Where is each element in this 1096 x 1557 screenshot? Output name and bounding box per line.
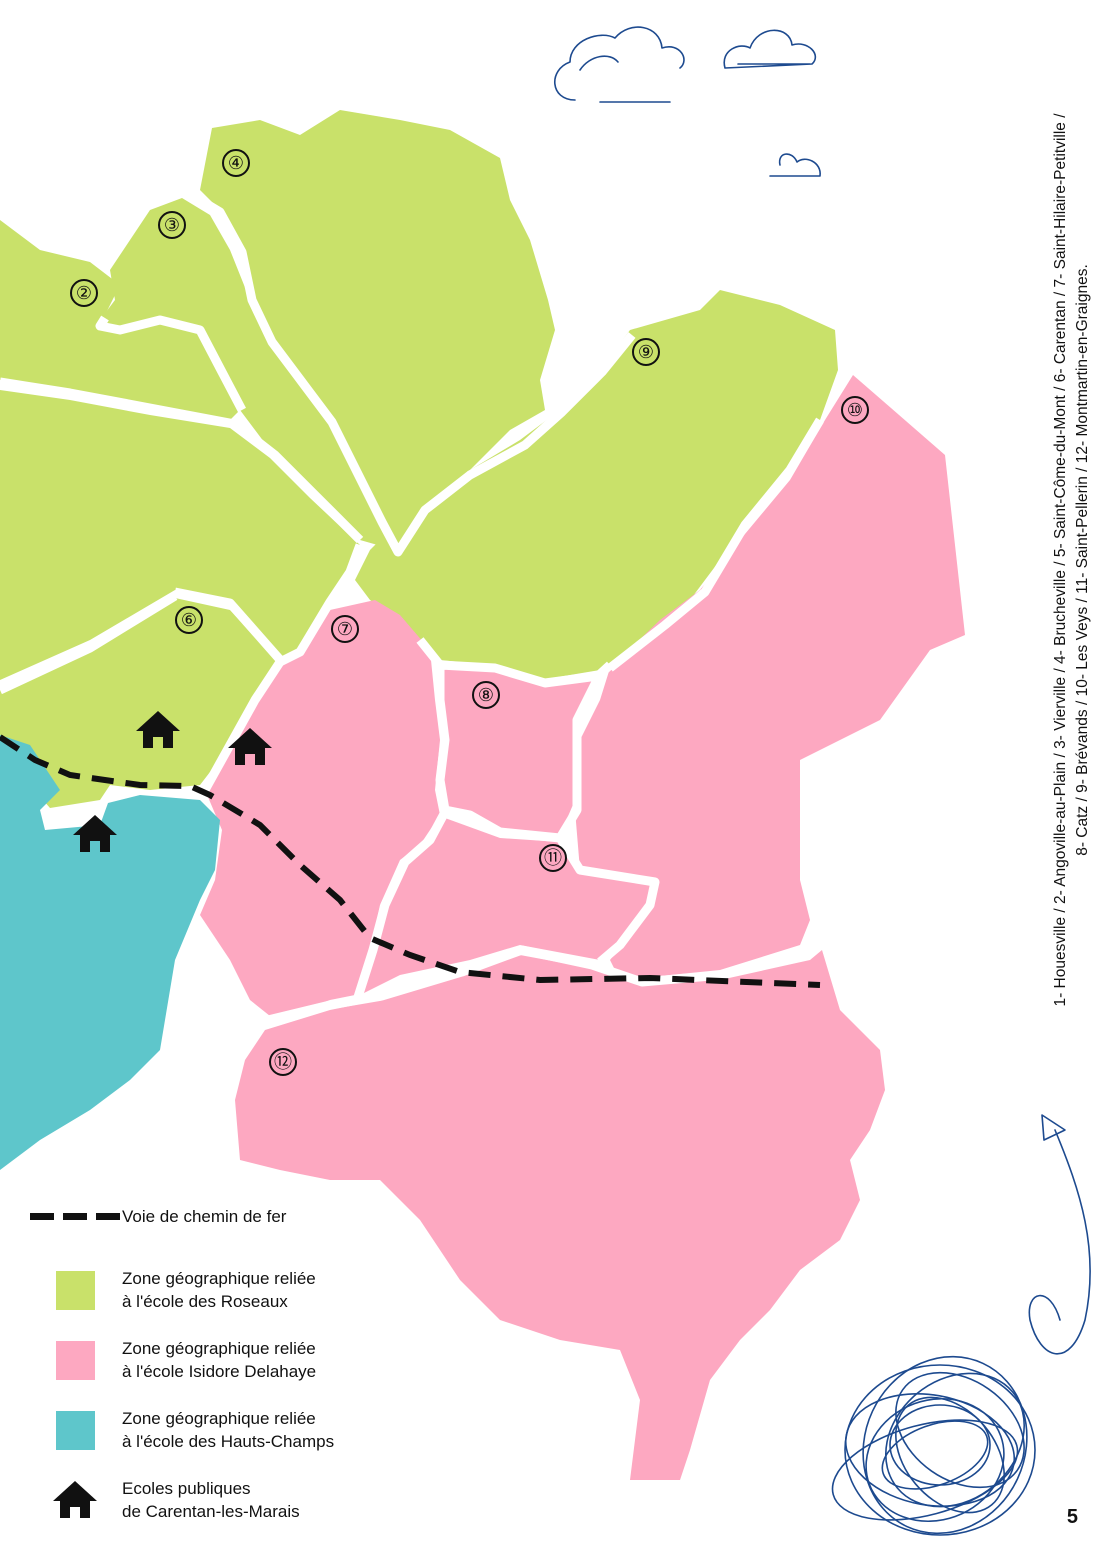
railway-line <box>0 734 821 988</box>
legend-roseaux: Zone géographique reliée à l'école des R… <box>28 1267 316 1313</box>
commune-number-4: ④ <box>222 149 250 177</box>
zone-hauts-champs <box>0 735 220 1170</box>
svg-text:⑪: ⑪ <box>544 848 562 868</box>
legend-schools-label: Ecoles publiques de Carentan-les-Marais <box>122 1479 300 1521</box>
zone-saint-hilaire <box>200 600 440 1020</box>
commune-number-10: ⑩ <box>841 396 869 424</box>
svg-text:②: ② <box>76 283 92 303</box>
cloud-icon <box>554 26 685 103</box>
zone-brevands <box>355 290 838 680</box>
legend-schools: Ecoles publiques de Carentan-les-Marais <box>28 1477 300 1523</box>
arrow-icon <box>1041 1114 1066 1141</box>
zone-saint-pellerin <box>360 818 650 995</box>
zone-carentan <box>0 598 280 808</box>
commune-number-6: ⑥ <box>175 606 203 634</box>
svg-text:⑦: ⑦ <box>337 619 353 639</box>
arrow-icon <box>1028 1129 1091 1355</box>
railway-symbol <box>28 1213 122 1220</box>
svg-text:⑫: ⑫ <box>274 1052 292 1072</box>
legend-hauts-champs-label: Zone géographique reliée à l'école des H… <box>122 1409 335 1451</box>
cloud-icon <box>769 153 821 177</box>
svg-text:③: ③ <box>164 215 180 235</box>
commune-list-caption: 1- Houesville / 2- Angoville-au-Plain / … <box>1052 113 1091 1007</box>
svg-text:④: ④ <box>228 153 244 173</box>
legend-roseaux-label: Zone géographique reliée à l'école des R… <box>122 1269 316 1311</box>
page-number: 5 <box>1066 1506 1078 1528</box>
house-icon <box>53 1481 97 1518</box>
commune-number-9: ⑨ <box>632 338 660 366</box>
isidore-swatch <box>55 1340 95 1380</box>
zone-brucheville <box>200 110 555 550</box>
commune-number-12: ⑫ <box>269 1048 297 1076</box>
zone-houesville <box>0 390 360 680</box>
legend-isidore: Zone géographique reliée à l'école Isido… <box>28 1337 316 1383</box>
zone-vierville <box>100 198 395 550</box>
legend-hauts-champs: Zone géographique reliée à l'école des H… <box>28 1407 334 1453</box>
legend-isidore-label: Zone géographique reliée à l'école Isido… <box>122 1339 317 1381</box>
hauts-champs-swatch <box>55 1410 95 1450</box>
commune-number-3: ③ <box>158 211 186 239</box>
cloud-icon <box>723 29 817 69</box>
zone-les-veys <box>575 375 965 980</box>
legend-railway: Voie de chemin de fer <box>28 1205 286 1228</box>
svg-text:⑩: ⑩ <box>847 400 863 420</box>
svg-text:⑧: ⑧ <box>478 685 494 705</box>
house-icon <box>228 728 272 765</box>
house-icon <box>136 711 180 748</box>
commune-number-7: ⑦ <box>331 615 359 643</box>
svg-text:⑥: ⑥ <box>181 610 197 630</box>
house-icon <box>73 815 117 852</box>
zone-montmartin <box>235 950 885 1480</box>
svg-text:⑨: ⑨ <box>638 342 654 362</box>
commune-borders <box>0 196 824 1033</box>
commune-number-11: ⑪ <box>539 844 567 872</box>
legend-railway-label: Voie de chemin de fer <box>122 1207 287 1226</box>
scribble-icon <box>831 1355 1036 1536</box>
roseaux-swatch <box>55 1270 95 1310</box>
zone-catz <box>440 668 595 835</box>
zone-angoville <box>0 220 240 420</box>
commune-number-2: ② <box>70 279 98 307</box>
commune-number-8: ⑧ <box>472 681 500 709</box>
